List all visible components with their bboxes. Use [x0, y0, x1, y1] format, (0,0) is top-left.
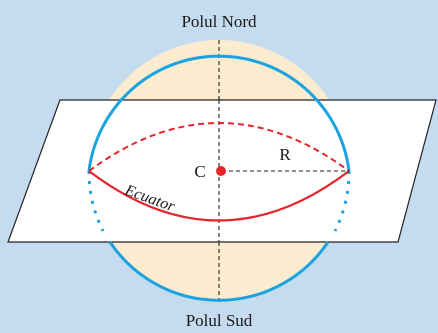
sphere-outline-dotted-right: [333, 170, 351, 232]
sphere-outline-upper: [87, 54, 351, 172]
sphere-outline-lower: [108, 241, 330, 302]
radius-label: R: [279, 145, 291, 164]
center-label: C: [194, 162, 205, 181]
sphere-outline-dotted-left: [87, 170, 105, 232]
south-pole-label: Polul Sud: [186, 311, 253, 330]
center-point: [216, 166, 226, 176]
equator-back-arc: [88, 122, 350, 172]
north-pole-label: Polul Nord: [181, 12, 257, 31]
equator-front-arc: [88, 170, 350, 222]
